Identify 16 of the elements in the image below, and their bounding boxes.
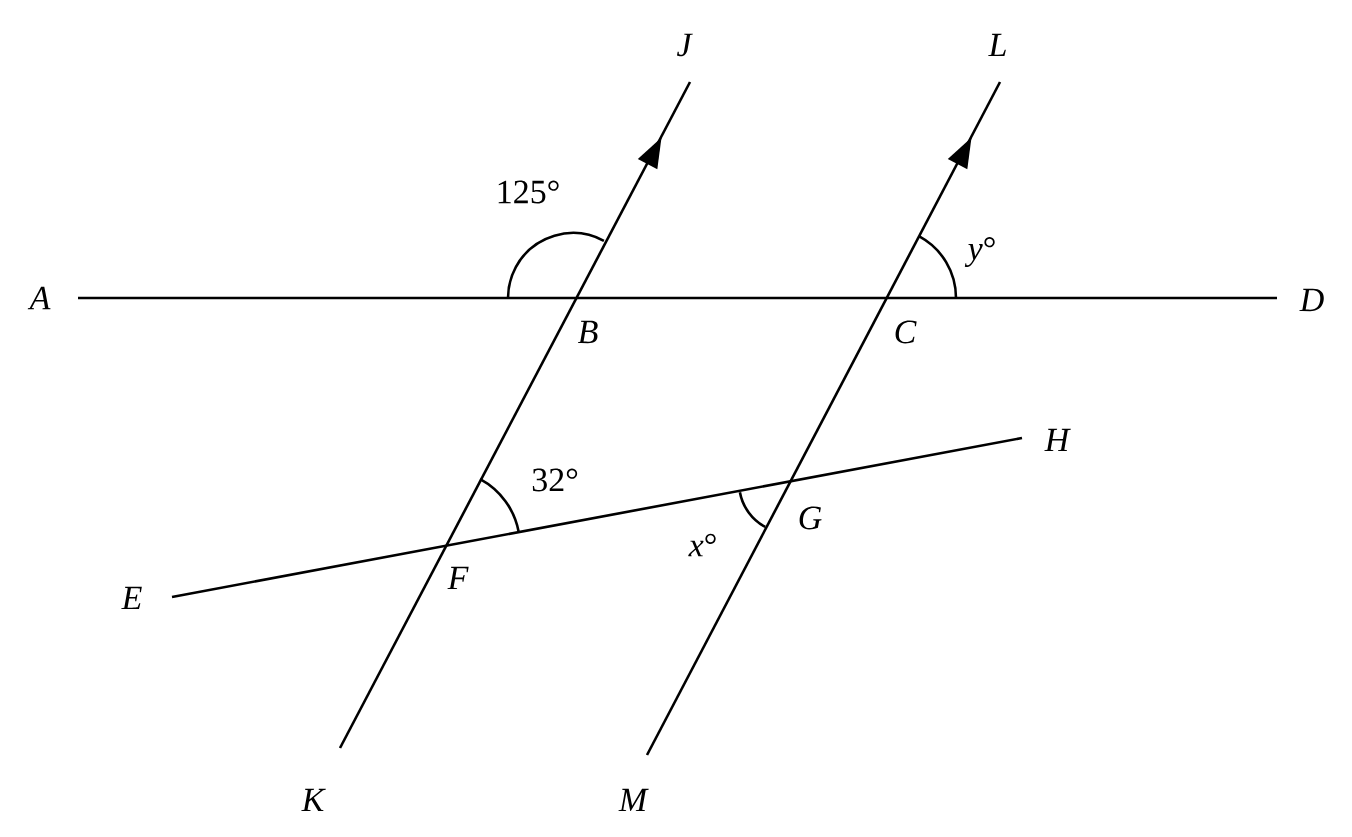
- point-label: D: [1299, 288, 1324, 312]
- angle-label: x°: [688, 533, 716, 557]
- point-label: H: [1044, 428, 1071, 452]
- point-label: J: [677, 33, 693, 57]
- angle-label: y°: [964, 237, 995, 267]
- angle-label: 32°: [532, 468, 578, 492]
- point-label: F: [447, 566, 469, 590]
- point-label: L: [988, 33, 1006, 57]
- point-label: A: [27, 286, 51, 310]
- point-label: G: [799, 506, 822, 530]
- point-label: C: [895, 320, 917, 344]
- point-label: M: [618, 788, 649, 812]
- point-label: B: [577, 320, 598, 344]
- point-label: K: [301, 788, 326, 812]
- point-label: E: [121, 586, 142, 610]
- angle-label: 125°: [498, 180, 559, 204]
